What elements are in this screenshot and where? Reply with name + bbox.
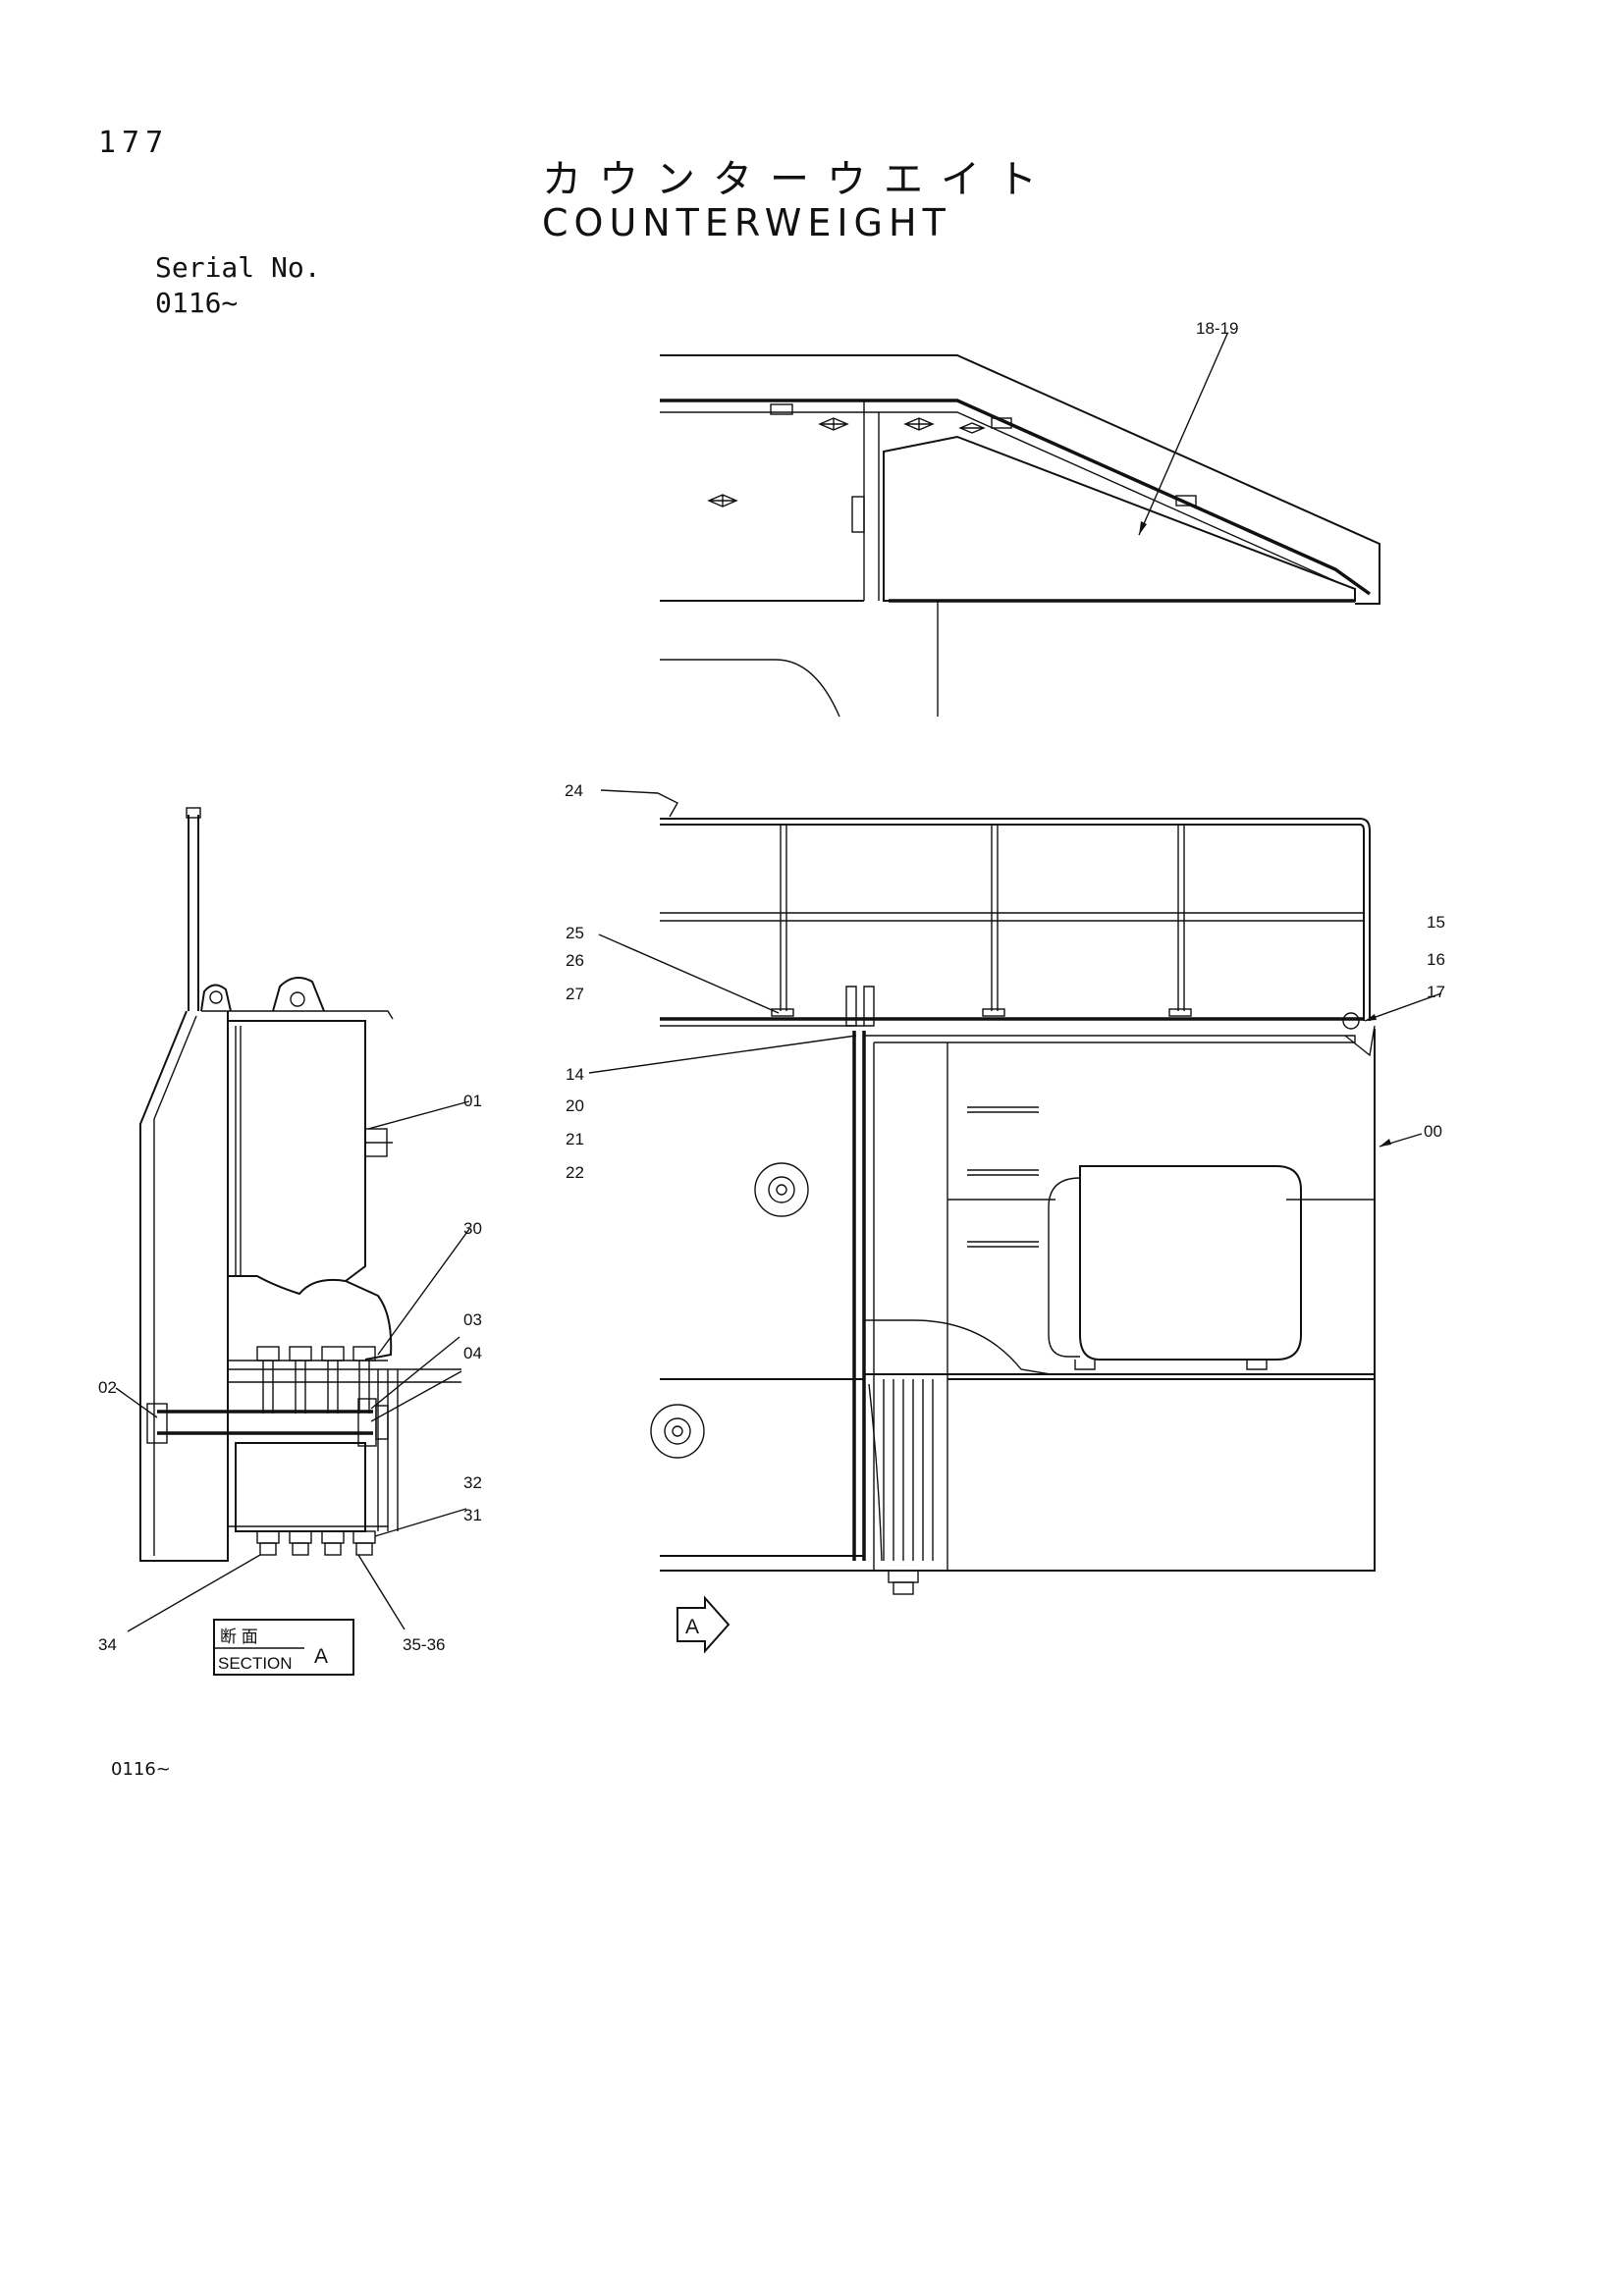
callout-02: 02	[98, 1378, 117, 1397]
callout-16: 16	[1427, 950, 1445, 969]
callout-25: 25	[566, 924, 584, 942]
callout-15: 15	[1427, 913, 1445, 932]
callout-22: 22	[566, 1163, 584, 1182]
page-title: COUNTERWEIGHT	[542, 201, 951, 244]
section-a-view: 01 30 03 04 02 32 31 34 35-36 断 面 SECTIO…	[98, 807, 482, 1676]
callout-27: 27	[566, 985, 584, 1003]
callout-20: 20	[566, 1096, 584, 1115]
serial-range: 0116~	[155, 287, 239, 319]
section-a-label-box: 断 面 SECTION A	[213, 1619, 354, 1676]
callout-01: 01	[463, 1092, 482, 1110]
callout-00: 00	[1424, 1122, 1442, 1141]
callout-35-36: 35-36	[403, 1635, 445, 1654]
top-view: 18-19	[660, 319, 1380, 718]
section-label-japanese: 断 面	[220, 1628, 258, 1646]
section-label: SECTION	[218, 1654, 293, 1673]
footer-serial: 0116~	[111, 1759, 171, 1780]
callout-04: 04	[463, 1344, 482, 1362]
callout-14: 14	[566, 1065, 584, 1084]
callout-34: 34	[98, 1635, 117, 1654]
page-number: 177	[98, 126, 170, 160]
callout-17: 17	[1427, 983, 1445, 1001]
callout-21: 21	[566, 1130, 584, 1148]
section-letter: A	[314, 1645, 328, 1668]
callout-31: 31	[463, 1506, 482, 1524]
page-title-japanese: カウンターウエイト	[542, 157, 1055, 202]
serial-label: Serial No.	[155, 251, 321, 284]
callout-26: 26	[566, 951, 584, 970]
callout-18-19: 18-19	[1196, 319, 1238, 338]
view-arrow-letter: A	[685, 1616, 699, 1638]
main-view: A 24 25 26 27 14 20 21 22 15 16 17 00	[565, 781, 1445, 1654]
callout-03: 03	[463, 1310, 482, 1329]
callout-30: 30	[463, 1219, 482, 1238]
callout-24: 24	[565, 781, 583, 800]
callout-32: 32	[463, 1473, 482, 1492]
